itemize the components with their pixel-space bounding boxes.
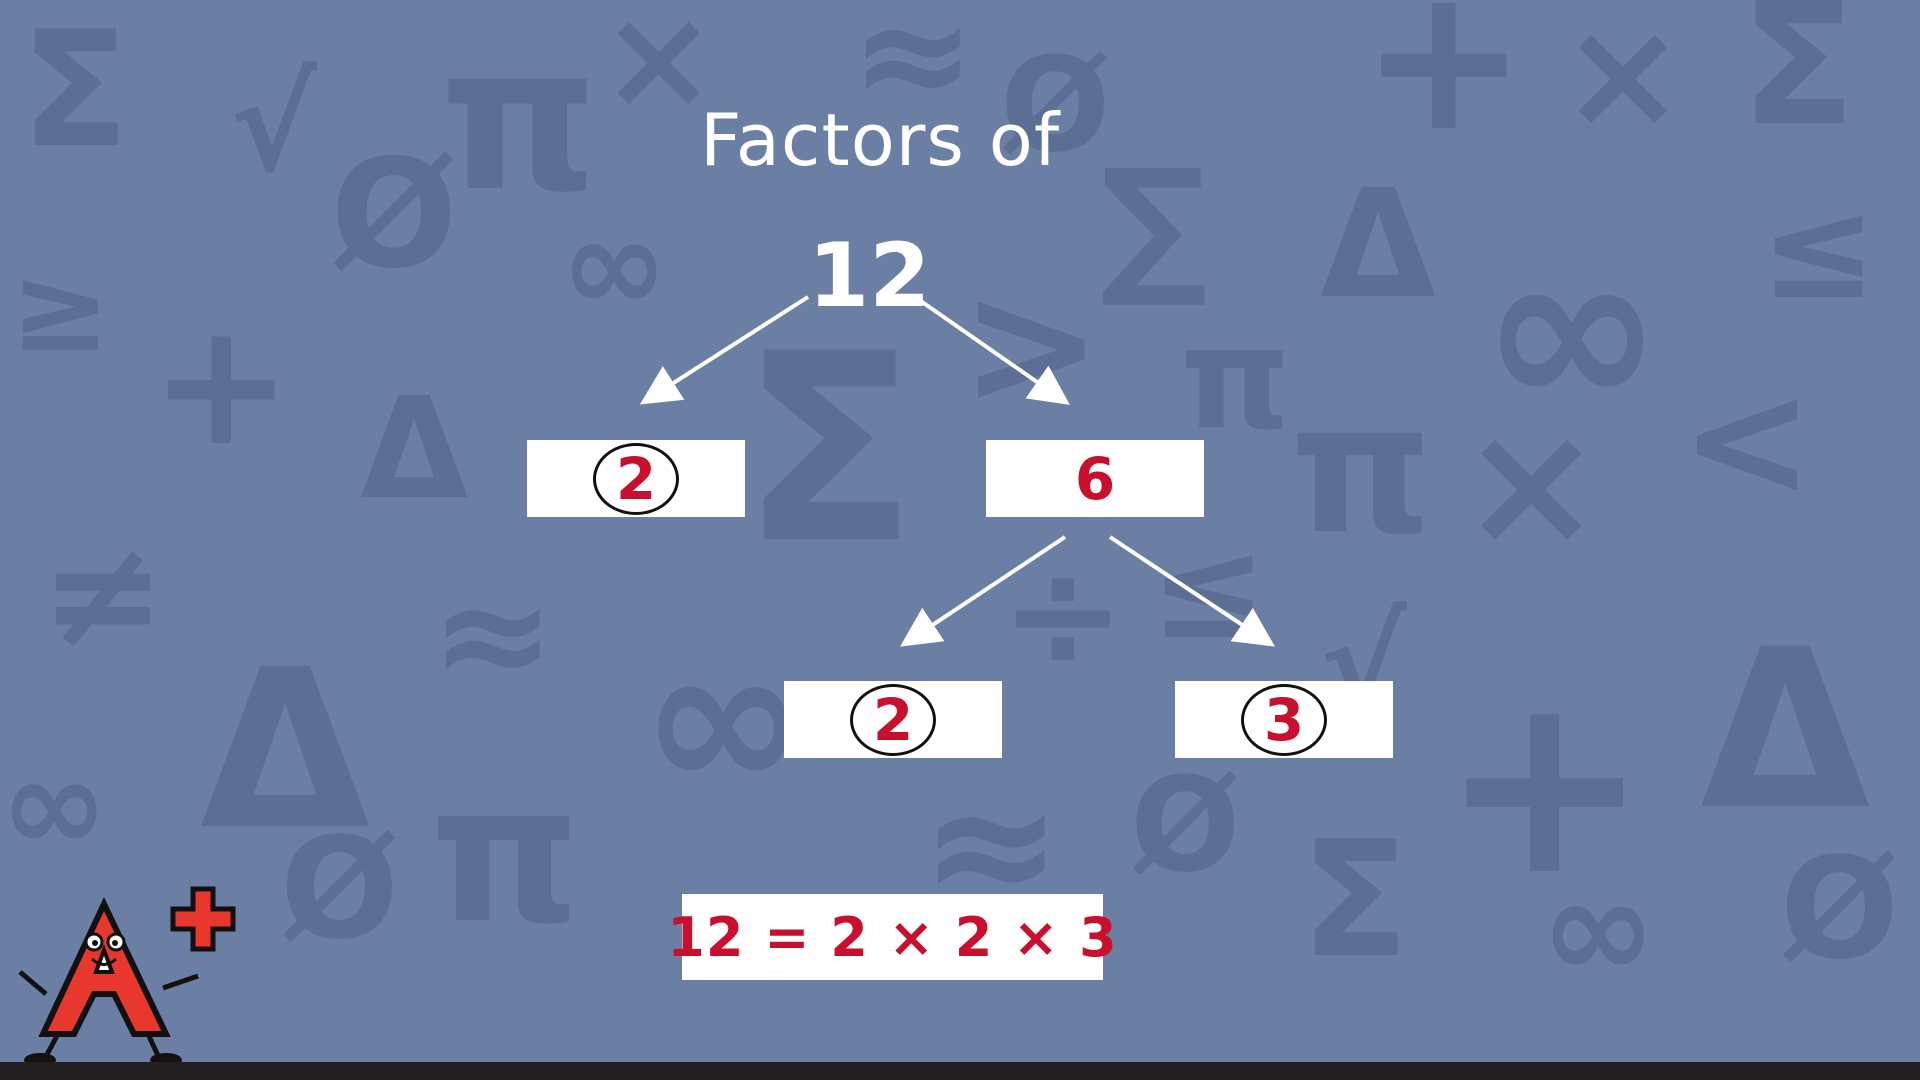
arrow-root-to-left [639,295,810,405]
slide-title: Factors of [700,98,1061,182]
factor-box-left: 2 [527,440,745,517]
prime-circle [593,442,679,515]
prime-factorization-equation: 12 = 2 × 2 × 3 [667,905,1118,969]
a-plus-mascot-logo [18,886,236,1064]
prime-factorization-box: 12 = 2 × 2 × 3 [667,894,1117,980]
factor-box-bottom-left: 2 [784,681,1002,758]
prime-circle [850,683,936,756]
footer-bar [0,1062,1920,1080]
arrow-six-to-bottom-right [1108,535,1275,647]
arrow-root-to-right [913,295,1070,405]
factor-value: 2 [872,685,914,754]
factor-value: 3 [1263,685,1305,754]
prime-circle [1241,683,1327,756]
arrow-six-to-bottom-left [900,535,1067,647]
factor-value: 2 [615,444,657,513]
root-number: 12 [808,224,931,327]
factor-value: 6 [1074,444,1116,513]
factor-box-bottom-right: 3 [1175,681,1393,758]
factor-box-right: 6 [986,440,1204,517]
